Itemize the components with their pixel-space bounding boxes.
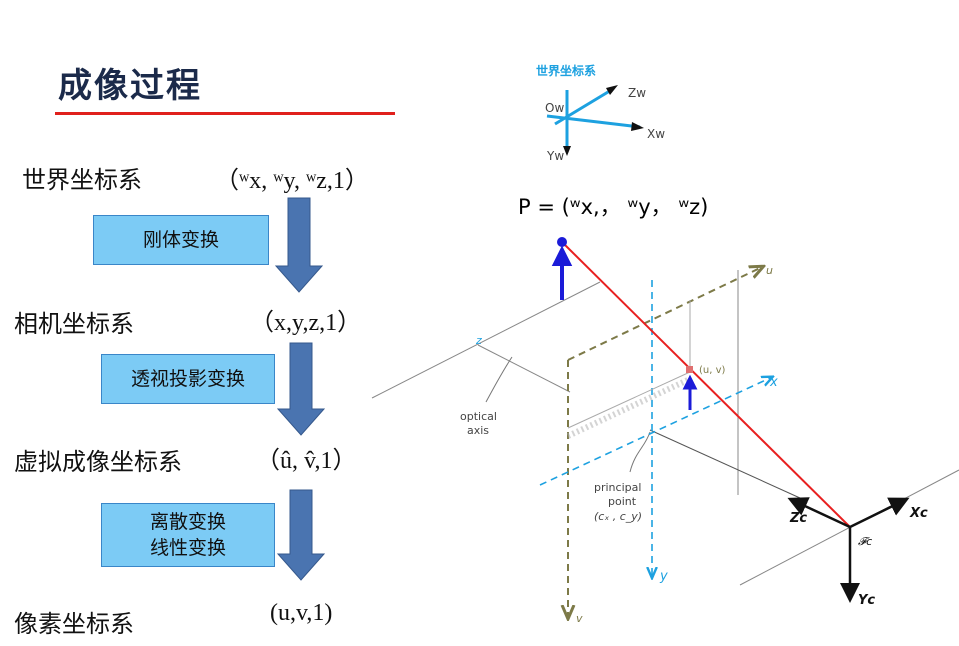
diagram-line	[485, 356, 513, 403]
diagram-line	[539, 378, 770, 486]
diagram-line	[477, 344, 571, 393]
diagram-line	[371, 281, 601, 399]
point-formula: P = (ʷx,， ʷy， ʷz)	[518, 195, 708, 219]
object-arrow	[551, 245, 573, 300]
stage-pixel-coord: (u,v,1)	[270, 600, 333, 626]
stage-camera-coord: （x,y,z,1）	[250, 310, 362, 336]
page-title: 成像过程	[58, 66, 202, 106]
world-point	[557, 237, 567, 247]
principal-point-label: principal	[594, 481, 641, 494]
principal-point-label: (cₓ , c_y)	[594, 510, 642, 523]
world-z-label: Zw	[628, 86, 646, 100]
title-underline	[55, 112, 395, 115]
xw-arrowhead	[631, 122, 644, 131]
transform-label: 透视投影变换	[130, 368, 245, 390]
yw-arrowhead	[563, 146, 571, 156]
diagram-line	[629, 431, 651, 473]
uv-label: (u, v)	[699, 365, 726, 376]
world-origin-label: Ow	[545, 101, 564, 115]
optical-axis-label: optical	[460, 410, 497, 423]
world-x-label: Xw	[647, 127, 665, 141]
zc-label: Zc	[789, 511, 807, 526]
image-arrow	[682, 374, 698, 410]
world-axes-title: 世界坐标系	[536, 63, 596, 78]
uv-pixel	[686, 366, 693, 373]
stage-image-coord: （û, v̂,1）	[256, 448, 357, 474]
v-label: v	[576, 612, 583, 625]
stage-image-label: 虚拟成像坐标系	[14, 448, 182, 476]
principal-point-label: point	[608, 495, 637, 508]
x-label: x	[769, 375, 778, 390]
u-label: u	[766, 264, 773, 277]
y-label: y	[659, 569, 668, 584]
diagram-line	[849, 497, 910, 529]
stage-pixel-label: 像素坐标系	[14, 610, 134, 638]
z-label: z	[475, 334, 482, 347]
flow-arrow	[274, 197, 324, 293]
stage-world-label: 世界坐标系	[22, 166, 142, 194]
diagram-line	[567, 268, 760, 361]
yc-label: Yc	[858, 593, 875, 608]
transform-label: 离散变换	[149, 511, 226, 533]
stage-camera-label: 相机坐标系	[14, 310, 134, 338]
transform-label: 线性变换	[149, 537, 226, 559]
transform-perspective-box: 透视投影变换	[101, 354, 275, 404]
diagram-line	[554, 87, 614, 126]
transform-label: 刚体变换	[142, 229, 219, 251]
flow-arrow	[276, 489, 326, 581]
fc-label: 𝓕c	[858, 535, 872, 548]
projection-ray	[561, 241, 851, 528]
diagram-line	[566, 376, 692, 439]
diagram-line	[787, 497, 851, 529]
transform-rigid-box: 刚体变换	[93, 215, 269, 265]
stage-world-coord: （ʷx, ʷy, ʷz,1）	[215, 168, 369, 194]
optical-axis-label: axis	[467, 424, 489, 437]
zw-arrowhead	[606, 85, 618, 95]
diagram-line	[649, 429, 801, 499]
world-y-label: Yw	[546, 149, 564, 163]
transform-discrete-box: 离散变换 线性变换	[101, 503, 275, 567]
xc-label: Xc	[909, 506, 928, 521]
flow-arrow	[276, 342, 326, 436]
